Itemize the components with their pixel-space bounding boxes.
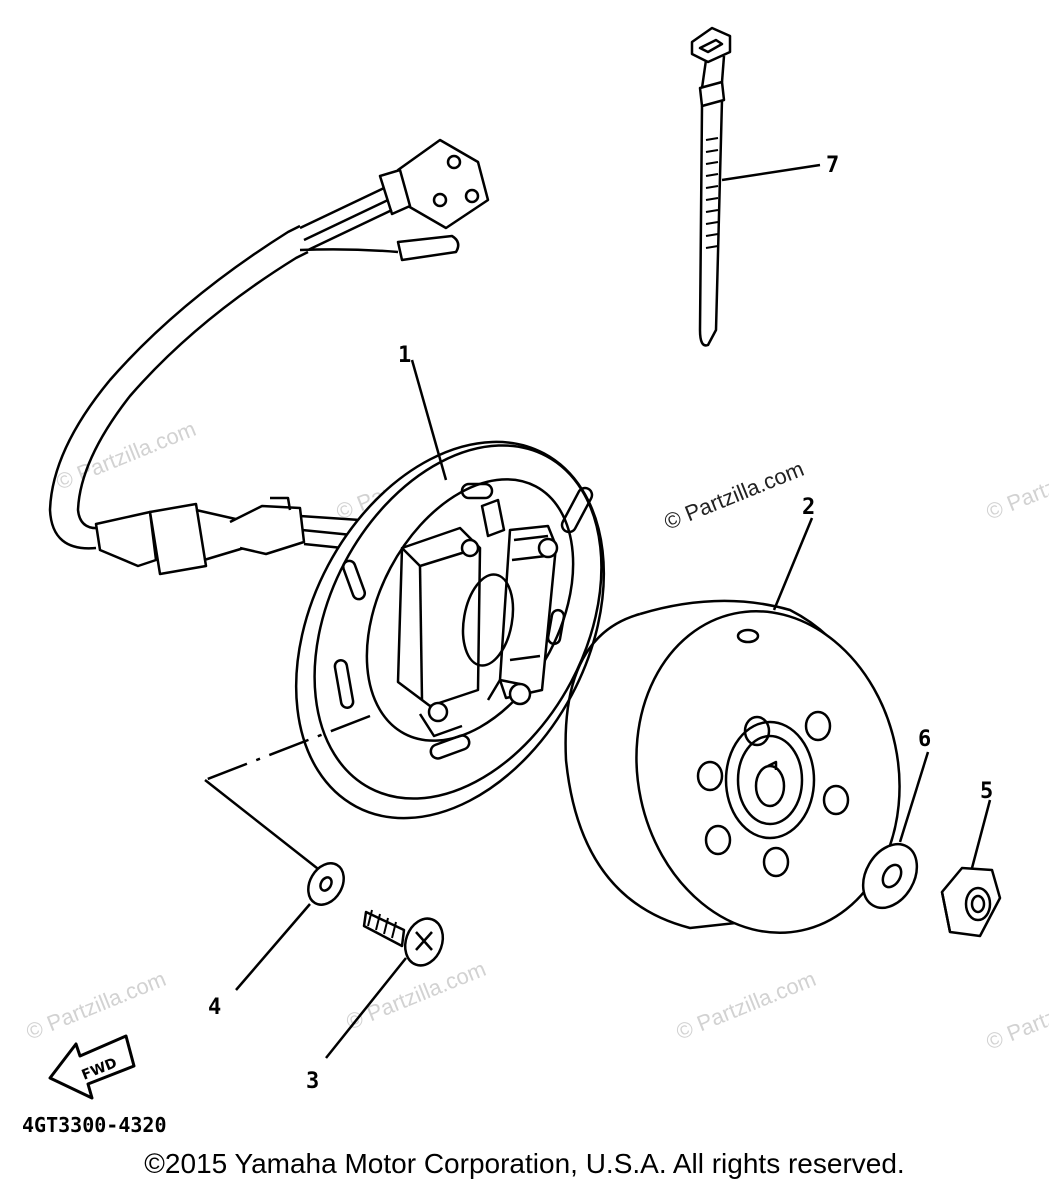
leader-line-7 <box>721 163 821 182</box>
watermark-faint-6: © Partzilla.com <box>983 446 1049 525</box>
leader-line-5 <box>970 799 992 869</box>
cable-tie-icon <box>690 26 732 347</box>
alignment-line <box>204 714 371 873</box>
diagram-reference-code: 4GT3300-4320 <box>22 1113 167 1137</box>
watermark-faint-4: © Partzilla.com <box>343 956 490 1035</box>
wire-harness-icon <box>48 138 490 576</box>
watermark-faint-5: © Partzilla.com <box>673 966 820 1045</box>
rotor-flywheel-icon <box>564 599 901 934</box>
screw-icon <box>362 909 445 967</box>
callout-4: 4 <box>208 995 221 1020</box>
washer-icon <box>861 842 919 910</box>
callout-7: 7 <box>826 153 839 178</box>
fwd-arrow-icon: FWD <box>48 1034 136 1100</box>
watermark-faint-7: © Partzilla.com <box>983 976 1049 1055</box>
copyright-notice: ©2015 Yamaha Motor Corporation, U.S.A. A… <box>144 1148 905 1179</box>
watermark-faint-1: © Partzilla.com <box>53 416 200 495</box>
watermark-partzilla: © Partzilla.com <box>661 456 808 535</box>
leader-line-6 <box>898 751 930 843</box>
watermark-faint-3: © Partzilla.com <box>23 966 170 1045</box>
leader-line-3 <box>325 957 407 1059</box>
leader-line-1 <box>410 359 448 481</box>
leader-line-4 <box>235 903 311 991</box>
stator-assembly-icon <box>294 440 606 820</box>
nut-icon <box>940 866 1002 938</box>
callout-2: 2 <box>802 495 815 520</box>
callout-3: 3 <box>306 1069 319 1094</box>
leader-line-2 <box>772 517 814 611</box>
callout-5: 5 <box>980 779 993 804</box>
callout-1: 1 <box>398 343 411 368</box>
small-washer-icon <box>307 862 345 906</box>
callout-6: 6 <box>918 727 931 752</box>
